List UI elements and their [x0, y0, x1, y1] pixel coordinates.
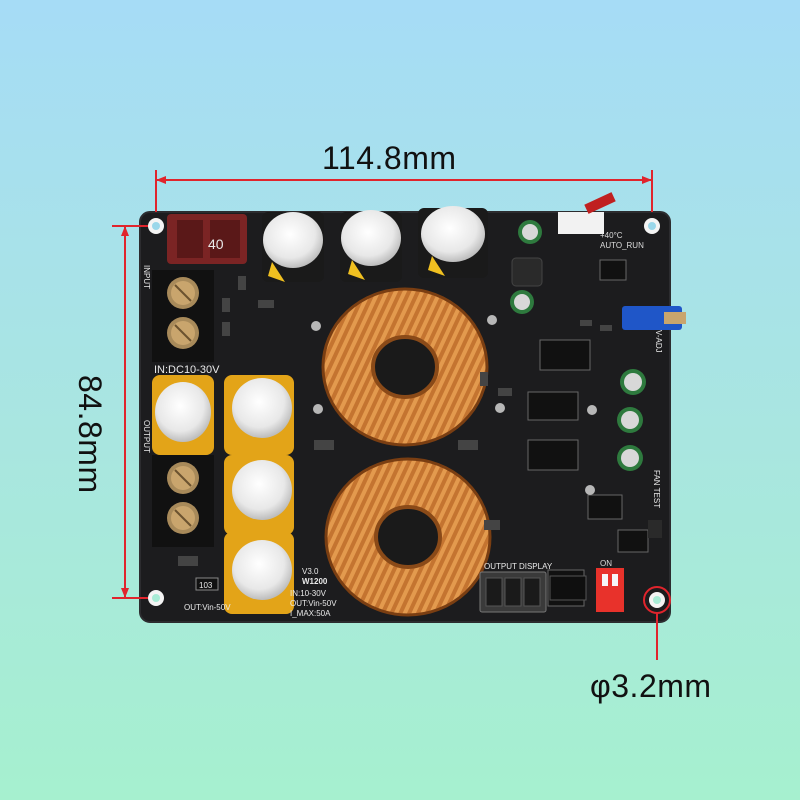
v-adj-label: V-ADJ	[654, 330, 663, 353]
output-capacitors	[152, 375, 294, 614]
spec-imax-label: I_MAX:50A	[290, 609, 331, 618]
resistor-103	[195, 577, 219, 591]
version-label: V3.0	[302, 567, 319, 576]
temp-label: +40°C	[600, 231, 623, 240]
hole-diameter-label: φ3.2mm	[590, 668, 712, 704]
small-capacitors	[510, 220, 646, 471]
auto-run-label: AUTO_RUN	[600, 241, 644, 250]
smd-components	[178, 276, 662, 566]
resistor-code: 103	[199, 581, 213, 590]
fuse: 40	[167, 214, 247, 264]
spec-out-label: OUT:Vin-50V	[290, 599, 337, 608]
voltage-adjust-potentiometer	[622, 306, 686, 330]
spec-in-label: IN:10-30V	[290, 589, 327, 598]
ic-chips	[527, 259, 649, 607]
dip-switch	[596, 568, 624, 612]
width-dimension-label: 114.8mm	[322, 140, 457, 176]
display-title: OUTPUT DISPLAY	[484, 562, 553, 571]
dip-on-label: ON	[600, 559, 612, 568]
out-range-label: OUT:Vin-50V	[184, 603, 231, 612]
model-label: W1200	[302, 577, 328, 586]
width-dimension-line	[155, 170, 653, 212]
fan-connector	[558, 192, 616, 234]
toroid-inductor-top	[321, 287, 489, 447]
input-terminal-block	[152, 270, 214, 362]
hole-callout	[643, 586, 671, 660]
small-inductor	[511, 257, 543, 287]
output-display	[479, 571, 547, 613]
fuse-marking: 40	[208, 236, 224, 252]
height-dimension-line	[112, 225, 150, 599]
toroid-inductor-bottom	[324, 457, 492, 617]
input-side-label: INPUT	[142, 265, 151, 289]
input-voltage-label: IN:DC10-30V	[154, 364, 220, 376]
output-side-label: OUTPUT	[142, 420, 151, 453]
fan-test-label: FAN TEST	[652, 470, 661, 508]
input-capacitors	[262, 206, 488, 282]
pin-header	[549, 575, 587, 601]
output-terminal-block	[152, 455, 214, 547]
mounting-holes	[148, 218, 665, 608]
standoff-screws	[311, 315, 597, 495]
height-dimension-label: 84.8mm	[72, 375, 108, 494]
